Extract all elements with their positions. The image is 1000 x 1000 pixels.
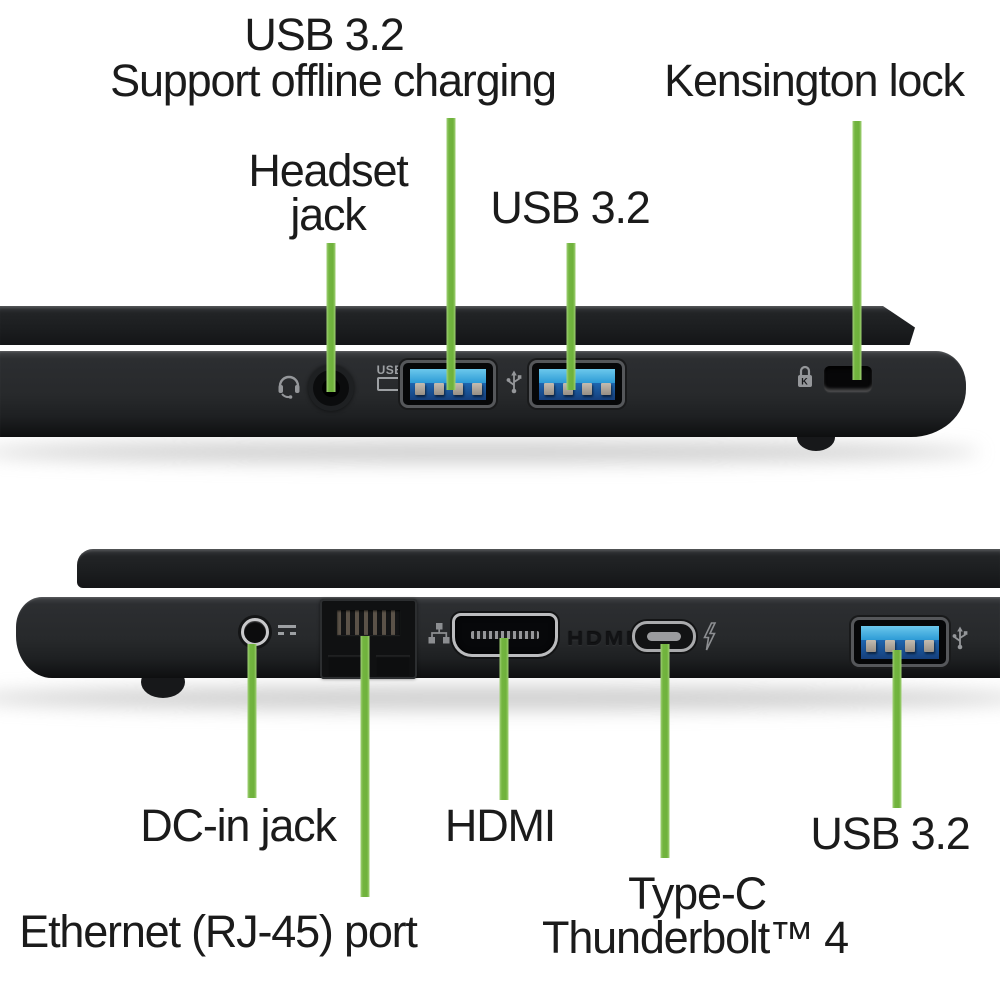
kensington-lock-slot bbox=[824, 366, 872, 392]
label-usb32-offline-line2: Support offline charging bbox=[110, 55, 557, 106]
usb-tongue bbox=[861, 626, 939, 659]
callout-line-typec bbox=[660, 644, 670, 858]
ethernet-pins bbox=[337, 610, 400, 635]
label-ethernet-port: Ethernet (RJ-45) port bbox=[19, 906, 418, 957]
laptop1-shadow bbox=[0, 441, 980, 463]
usb-tongue-bottom bbox=[539, 383, 615, 400]
thunderbolt-icon bbox=[703, 622, 717, 651]
ethernet-icon bbox=[428, 623, 450, 644]
label-dc-in-jack: DC-in jack bbox=[140, 800, 337, 851]
kensington-lock-icon: K bbox=[798, 365, 812, 387]
usb-pin bbox=[414, 383, 425, 395]
callout-line-usb1 bbox=[446, 118, 456, 390]
usb-tongue-top bbox=[861, 626, 939, 640]
label-headset-line1: Headset bbox=[248, 145, 408, 196]
usb-icon bbox=[506, 370, 522, 394]
callout-line-usb3 bbox=[892, 650, 902, 808]
usb-charging-icon-text: USB bbox=[376, 363, 404, 377]
ethernet-latch-tab bbox=[376, 655, 410, 676]
usb-pin bbox=[865, 640, 876, 652]
headset-icon bbox=[278, 375, 300, 399]
dc-in-icon bbox=[278, 625, 296, 635]
usb-pin bbox=[885, 640, 896, 652]
usb-pin bbox=[543, 383, 554, 395]
usb-tongue-bottom bbox=[861, 640, 939, 659]
usb-c-pill bbox=[647, 632, 681, 641]
label-usb32-top: USB 3.2 bbox=[490, 182, 650, 233]
usb-tongue-top bbox=[539, 369, 615, 383]
label-usb32-bottom: USB 3.2 bbox=[810, 808, 970, 859]
usb-tongue bbox=[410, 369, 486, 400]
callout-line-headset bbox=[326, 243, 336, 392]
usb-tongue bbox=[539, 369, 615, 400]
laptop1-lid bbox=[0, 306, 915, 345]
label-typec-line1: Type-C bbox=[628, 868, 767, 919]
svg-text:K: K bbox=[801, 377, 808, 387]
callout-line-dc bbox=[247, 644, 257, 798]
usb-pin bbox=[471, 383, 482, 395]
usb-pin bbox=[433, 383, 444, 395]
usb-tongue-bottom bbox=[410, 383, 486, 400]
callout-line-ethernet bbox=[360, 636, 370, 897]
callout-line-kensington bbox=[852, 121, 862, 380]
hdmi-embossed-text: HDMI bbox=[567, 629, 635, 649]
ethernet-latch-tab bbox=[328, 655, 362, 676]
usb-a-port-1 bbox=[400, 360, 496, 408]
usb-a-port-2 bbox=[529, 360, 625, 408]
usb-pin bbox=[600, 383, 611, 395]
laptop2-lid bbox=[77, 549, 1000, 588]
usb-icon bbox=[952, 626, 968, 650]
callout-line-usb2 bbox=[566, 243, 576, 390]
label-usb32-offline-line1: USB 3.2 bbox=[244, 9, 404, 60]
callout-line-hdmi bbox=[499, 638, 509, 800]
label-hdmi: HDMI bbox=[444, 800, 556, 851]
headset-jack bbox=[308, 365, 354, 411]
usb-pin bbox=[924, 640, 935, 652]
usb-pin bbox=[581, 383, 592, 395]
label-headset-line2: jack bbox=[290, 189, 366, 240]
hdmi-pins bbox=[471, 631, 539, 639]
usb-pin bbox=[904, 640, 915, 652]
usb-pin bbox=[452, 383, 463, 395]
dc-in-jack bbox=[241, 618, 269, 646]
label-kensington-lock: Kensington lock bbox=[664, 55, 965, 106]
label-typec-line2: Thunderbolt™ 4 bbox=[542, 912, 849, 963]
